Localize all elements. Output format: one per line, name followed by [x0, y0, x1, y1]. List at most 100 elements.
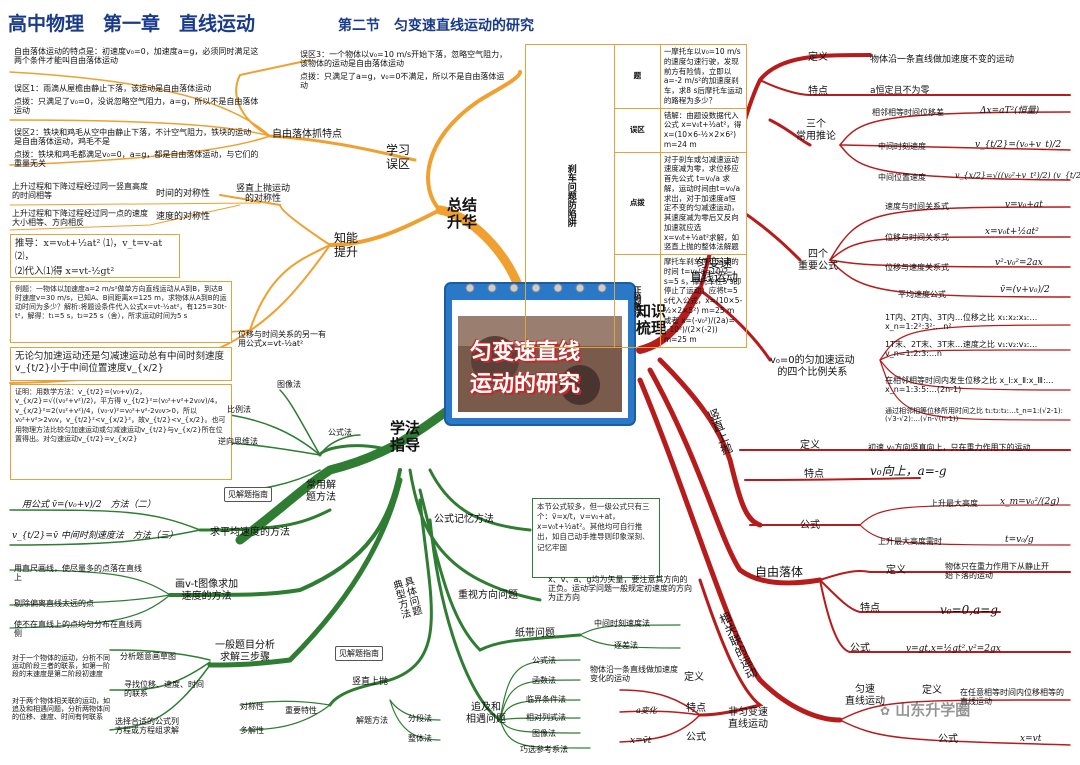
p-image: 图像法 [532, 729, 556, 738]
mid-time-speed: 中间时刻速度 [878, 142, 926, 151]
ff-def: 物体只在重力作用下从静止开始下落的运动 [945, 562, 1049, 581]
mistake2-point: 点拨：铁块和鸡毛都满足v₀=0，a=g，都是自由落体运动，与它们的重量无关 [14, 150, 259, 169]
midtime-statement-box: 无论匀加速运动还是匀减速运动总有中间时刻速度v_{t/2}小于中间位置速度v_{… [10, 347, 232, 381]
ff-feat-label: 特点 [860, 603, 880, 614]
nu-def-label: 定义 [684, 672, 704, 683]
vt-step1: 用直尺画线，使尽量多的点落在直线上 [14, 564, 142, 583]
p-critical: 临界条件法 [526, 695, 566, 704]
brake-mistake-label: 误区 [613, 107, 661, 153]
pos-time: 位移与时间关系式 [885, 233, 949, 242]
node-ratio-title: v₀=0的匀加速运动 的四个比例关系 [770, 355, 855, 378]
vt-max-height-formula: x_m=v₀²/(2g) [1000, 497, 1060, 507]
feature-label: 特点 [808, 86, 828, 97]
ratio3: 在相邻相等时间内发生位移之比 x_Ⅰ:x_Ⅱ:x_Ⅲ:…x_n=1:3:5:…(… [885, 376, 1054, 395]
ff-feat: v₀=0,a=g [940, 603, 998, 617]
ff-def-label: 定义 [886, 565, 906, 576]
ff-formula: v=gt,x=½gt²,v²=2gx [906, 644, 1001, 654]
watermark-icon: ✿ [880, 704, 891, 718]
brake-mistake: 错解：由题设数据代入公式 x=v₀t+½at²，得 x=(10×6-½×2×6²… [659, 107, 748, 153]
ratio1: 1T内、2T内、3T内…位移之比 x₁:x₂:x₃:…x_n=1:2²:3²:…… [885, 313, 1038, 332]
memory-box: 本节公式较多，但一级公式只有三个：v̄=x/t，v=v₀+at，x=v₀t+½a… [532, 498, 660, 578]
node-uniform-accel: 匀变速 直线运动 [690, 256, 739, 284]
avg-speed-formula: v̄=(v+v₀)/2 [1000, 285, 1050, 295]
nu-feat: a变化 [636, 706, 657, 715]
def-text: 物体沿一条直线做加速度不变的运动 [870, 55, 1015, 65]
step-choose: 选择合适的公式列 方程或方程组求解 [115, 717, 179, 736]
center-title-2: 运动的研究 [470, 372, 581, 397]
segmented: 分段法 [408, 714, 432, 723]
mistake3-title: 误区3：一个物体以v₀=10 m/s开始下落，忽略空气阻力，该物体的运动是自由落… [300, 50, 508, 69]
avg-mid: v_{t/2}=v̄ 中间时刻速度法 方法（三） [12, 531, 178, 541]
derivation-line2: ⑵代入⑴得 x=vt-½gt² [15, 265, 115, 277]
speed-symmetry-desc: 上升过程和下降过程经过同一点的速度大小相等、方向相反 [12, 209, 148, 228]
watermark: ✿ 山东升学圈 [880, 701, 970, 719]
ratio2: 1T末、2T末、3T末…速度之比 v₁:v₂:v₃:…v_n=1:2:3:…n [885, 340, 1038, 359]
uni-def-label: 定义 [922, 685, 942, 696]
mid-time-formula: v_{t/2}=(v₀+v_t)/2 [975, 140, 1062, 150]
brake-solution-label: 正确解法 [613, 254, 661, 348]
freefall-note: 自由落体运动的特点是：初速度v₀=0，加速度a=g，必须同时满足这两个条件才能叫… [14, 47, 259, 66]
ratio-method: 比例法 [227, 405, 251, 414]
page-title: 高中物理 第一章 直线运动 [8, 13, 256, 35]
knowledge-branches [619, 53, 1071, 746]
speed-time: 速度与时间关系式 [885, 202, 949, 211]
vt-step3: 使不在直线上的点均匀分布在直线两侧 [14, 620, 142, 639]
nu-def: 物体沿一条直线做加速度变化的运动 [590, 665, 678, 684]
direction-desc: x、v、a、g均为矢量，要注意其方向的正负。运动学问题一般规定初速度的方向为正方… [548, 575, 692, 603]
vt-def-label: 定义 [800, 440, 820, 451]
node-nonuniform: 非匀变速 直线运动 [728, 707, 768, 730]
node-free-fall: 自由落体 [755, 565, 804, 579]
brake-hint: 对于刹车或匀减速运动速度减为零，求位移应首先公式 t=v₀/a 求解，运动时间由… [659, 151, 748, 255]
node-tape: 纸带问题 [515, 628, 555, 639]
node-formula-memory: 公式记忆方法 [434, 514, 494, 525]
branch-summary: 总结 升华 [447, 196, 478, 232]
speed-time-formula: v=v₀+at [1005, 200, 1043, 210]
step-find: 寻找位移、速度、时间的联系 [124, 680, 204, 699]
vt-max-height: 上升最大高度 [930, 499, 978, 508]
vt-feat: v₀向上，a=-g [870, 464, 947, 478]
uni-formula: x=vt [1020, 734, 1042, 744]
brake-trap-title: 刹车问题防陷阱 [525, 44, 615, 348]
node-direction: 重视方向问题 [458, 590, 518, 601]
node-mistakes: 学习 误区 [386, 143, 411, 171]
derivation-box: 推导：x=v₀t+½at² ⑴，v_t=v-at ⑵， ⑵代入⑴得 x=vt-½… [10, 234, 180, 278]
displacement-alt-formula: 位移与时间关系的另一有用公式x=vt-½at² [238, 330, 326, 349]
reverse-method: 逆向思维法 [218, 437, 258, 446]
solving: 解题方法 [356, 716, 388, 725]
time-symmetry-desc: 上升过程和下降过程经过同一竖直高度的时间相等 [12, 182, 148, 201]
derivation-line1: 推导：x=v₀t+½at² ⑴，v_t=v-at ⑵， [15, 238, 163, 262]
node-vertical-symmetry: 竖直上抛运动 的对称性 [236, 184, 291, 205]
node-time-symmetry: 时间的对称性 [156, 189, 211, 199]
node-uniform: 匀速 直线运动 [845, 684, 885, 707]
see-guide-badge[interactable]: 见解题指南 [224, 487, 272, 502]
p-function: 函数法 [532, 676, 556, 685]
uni-def: 在任意相等时间内位移相等的直线运动 [960, 688, 1064, 707]
image-method: 图像法 [277, 380, 301, 389]
vt-max-time-formula: t=v₀/g [1005, 535, 1034, 545]
important-feature: 重要特性 [285, 706, 317, 715]
node-ability: 知能 提升 [334, 231, 359, 259]
find-desc: 对于两个物体相关联的运动，如追及和相遇问题，分析两物体间的位移、速度、时间有何联… [12, 697, 110, 722]
mistake1-point: 点拨：只满足了v₀=0，没说忽略空气阻力，a=g，所以不是自由落体运动 [14, 97, 259, 116]
brake-problem-label: 题 [613, 44, 661, 109]
see-guide-badge-2[interactable]: 见解题指南 [335, 646, 383, 661]
page-subtitle: 第二节 匀变速直线运动的研究 [338, 18, 534, 34]
vt-def: 初速 v₀方向竖直向上，只在重力作用下的运动 [868, 443, 1031, 452]
node-avg-speed-method: 求平均速度的方法 [210, 527, 290, 538]
pos-time-formula: x=v₀t+½at² [985, 227, 1039, 237]
branch-method: 学法 指导 [390, 419, 421, 455]
example-box: 例题：一物体以加速度a=2 m/s²做单方向直线运动从A到B，到达B时速度v=3… [10, 281, 232, 343]
proof-box: 证明：用数学方法：v_{t/2}=(v₀+v)/2，v_{x/2}=√((v₀²… [10, 384, 232, 480]
p-formula: 公式法 [532, 656, 556, 665]
mistake3-point: 点拨：只满足了a=g，v₀=0不满足，所以不是自由落体运动 [300, 72, 505, 91]
pos-speed: 位移与速度关系式 [885, 263, 949, 272]
adjacent-diff: 相邻相等时间位移差 [872, 108, 944, 117]
node-vertical: 竖直上抛 [352, 677, 389, 687]
node-general-steps: 一般题目分析 求解三步骤 [215, 640, 275, 663]
def-label: 定义 [808, 52, 828, 63]
brake-problem: 一摩托车以v₀=10 m/s的速度匀速行驶，发现前方有险情，立即以a=-2 m/… [659, 44, 748, 109]
mistake1-title: 误区1：雨滴从屋檐由静止下落，该运动是自由落体运动 [14, 84, 212, 93]
vt-feat-label: 特点 [804, 469, 824, 480]
avg-speed: 平均速度公式 [898, 290, 946, 299]
multiplicity: 多解性 [240, 726, 264, 735]
